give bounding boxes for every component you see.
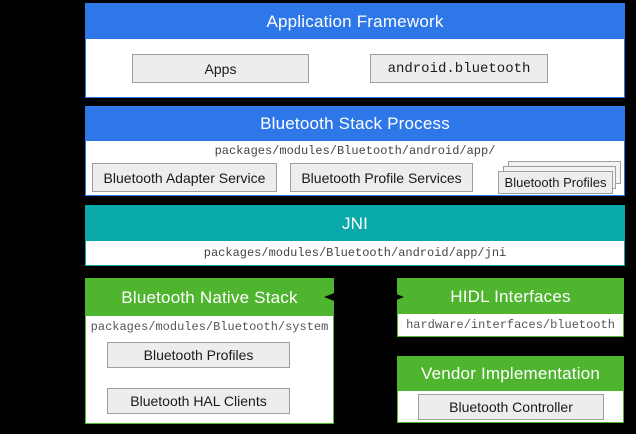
android-bluetooth-box: android.bluetooth <box>370 54 548 83</box>
application-framework-title: Application Framework <box>266 11 444 31</box>
native-stack-hidl-bidirectional-arrow <box>324 292 404 302</box>
bluetooth-controller-box: Bluetooth Controller <box>418 394 604 420</box>
bluetooth-stack-process-header: Bluetooth Stack Process <box>86 107 624 141</box>
apps-box: Apps <box>132 54 309 83</box>
section-hidl-interfaces: HIDL Interfaces hardware/interfaces/blue… <box>397 278 624 337</box>
section-vendor-implementation: Vendor Implementation Bluetooth Controll… <box>397 356 624 423</box>
bluetooth-native-stack-path: packages/modules/Bluetooth/system <box>90 320 329 334</box>
jni-header: JNI <box>86 206 624 241</box>
bluetooth-native-stack-title: Bluetooth Native Stack <box>121 287 298 307</box>
arrowhead-left-icon <box>324 292 337 302</box>
bluetooth-adapter-service-box: Bluetooth Adapter Service <box>92 163 277 192</box>
vendor-implementation-title: Vendor Implementation <box>420 364 601 383</box>
vendor-implementation-body: Bluetooth Controller <box>398 391 623 422</box>
bluetooth-stack-process-title: Bluetooth Stack Process <box>260 114 450 133</box>
jni-body: packages/modules/Bluetooth/android/app/j… <box>86 241 624 265</box>
section-jni: JNI packages/modules/Bluetooth/android/a… <box>85 205 625 266</box>
bluetooth-stack-process-path: packages/modules/Bluetooth/android/app/ <box>214 144 496 158</box>
bluetooth-profile-services-box: Bluetooth Profile Services <box>290 163 473 192</box>
section-bluetooth-native-stack: Bluetooth Native Stack packages/modules/… <box>85 278 334 424</box>
bluetooth-stack-process-body: packages/modules/Bluetooth/android/app/ … <box>86 141 624 195</box>
hidl-interfaces-path: hardware/interfaces/bluetooth <box>406 318 615 332</box>
section-application-framework: Application Framework Apps android.bluet… <box>85 3 625 98</box>
vendor-implementation-header: Vendor Implementation <box>398 357 623 391</box>
application-framework-header: Application Framework <box>86 4 624 39</box>
hidl-interfaces-header: HIDL Interfaces <box>398 279 623 314</box>
bluetooth-profiles-box: Bluetooth Profiles <box>107 342 290 368</box>
bluetooth-native-stack-body: packages/modules/Bluetooth/system Blueto… <box>86 316 333 423</box>
bluetooth-native-stack-header: Bluetooth Native Stack <box>86 279 333 316</box>
hidl-interfaces-title: HIDL Interfaces <box>450 286 571 306</box>
jni-title: JNI <box>341 213 369 233</box>
section-bluetooth-stack-process: Bluetooth Stack Process packages/modules… <box>85 106 625 196</box>
hidl-interfaces-body: hardware/interfaces/bluetooth <box>398 314 623 336</box>
jni-path: packages/modules/Bluetooth/android/app/j… <box>203 246 507 260</box>
application-framework-body: Apps android.bluetooth <box>86 39 624 97</box>
bluetooth-hal-clients-box: Bluetooth HAL Clients <box>107 388 290 414</box>
arrowhead-right-icon <box>391 292 404 302</box>
bluetooth-profiles-stack-box: Bluetooth Profiles <box>498 171 613 194</box>
